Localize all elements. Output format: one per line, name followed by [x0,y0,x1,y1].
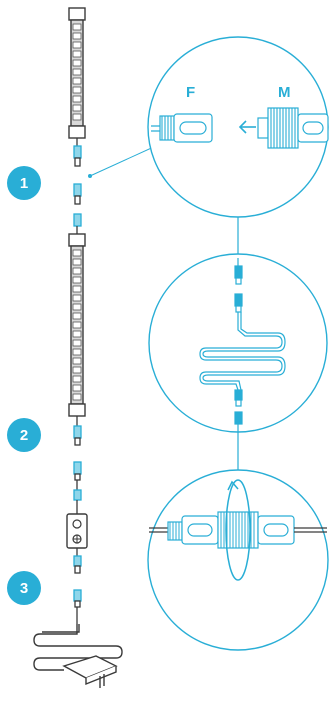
led-chip [72,384,82,392]
led-chip [72,77,82,85]
led-chip [72,294,82,302]
led-chip [72,68,82,76]
led-chip [72,303,82,311]
step-badge-3: 3 [7,571,41,605]
led-chip [72,50,82,58]
male-connector-label: M [278,84,291,101]
power-adapter-icon [33,624,123,688]
led-chip [72,95,82,103]
led-chip [72,348,82,356]
led-chip [72,375,82,383]
step-number: 1 [19,174,29,192]
led-chip [72,339,82,347]
led-chip [72,59,82,67]
female-connector-label: F [186,84,196,101]
led-chip [72,249,82,257]
led-chip [72,32,82,40]
led-chip [72,312,82,320]
led-chip [72,41,82,49]
detail-circle-twist-lock [147,469,329,651]
led-chip [72,330,82,338]
detail-circle-cable [148,253,328,433]
led-chip [72,104,82,112]
led-chip [72,285,82,293]
led-chip [72,366,82,374]
switch-box-icon [66,513,88,549]
step-number: 3 [19,579,29,597]
led-chip [72,276,82,284]
led-chip [72,267,82,275]
led-strip-1 [68,7,86,139]
connector-plug-icon [73,548,82,624]
led-strip-2 [68,233,86,417]
led-chip [72,321,82,329]
step-badge-1: 1 [7,166,41,200]
led-chip [72,258,82,266]
led-chip [72,357,82,365]
push-arrow-icon [238,120,256,134]
connector-plug-icon [73,138,82,234]
led-chip [72,23,82,31]
led-chip [72,113,82,121]
step-number: 2 [19,426,29,444]
led-chip [72,393,82,401]
rotate-arrow-icon [225,479,251,581]
connector-plug-icon [73,416,82,514]
led-chip [72,86,82,94]
step-badge-2: 2 [7,418,41,452]
detail-circle-connection [147,36,329,218]
